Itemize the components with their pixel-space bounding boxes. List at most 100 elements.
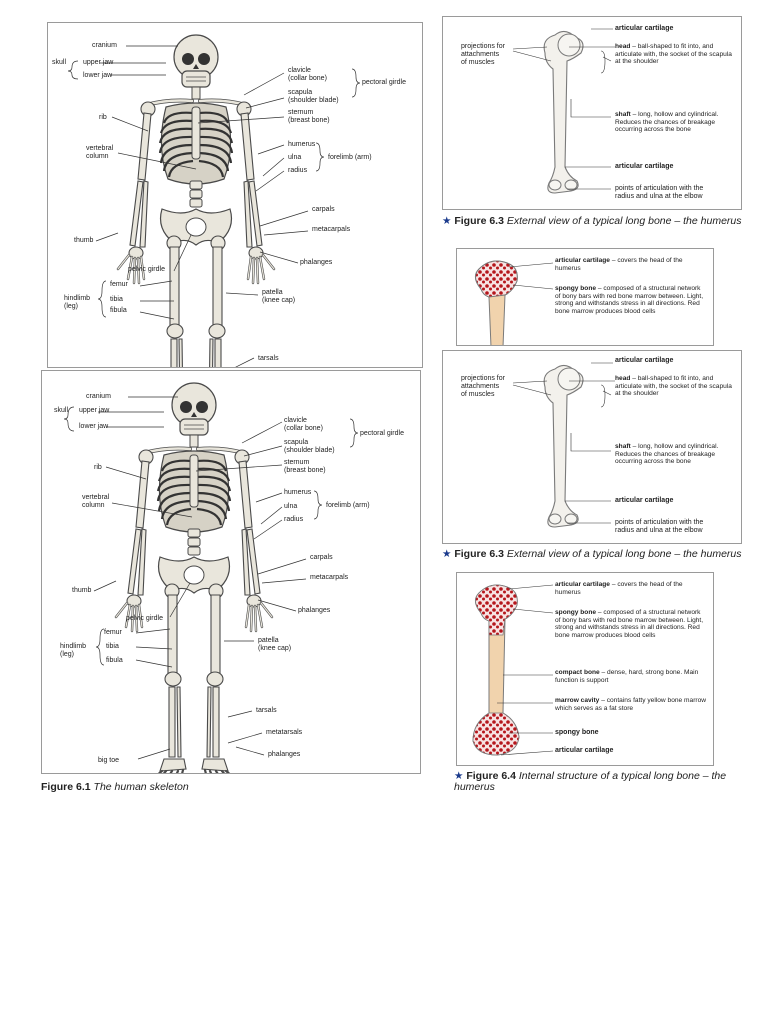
label-phalanges: phalanges — [300, 259, 333, 266]
label-tarsals: tarsals — [258, 355, 279, 362]
skeleton-panel-bottom: cranium skull upper jaw lower jaw clavic… — [41, 370, 421, 774]
desc-articular-cartilage: articular cartilage – covers the head of… — [555, 581, 707, 596]
label-thumb: thumb — [74, 237, 94, 244]
caption-title: External view of a typical long bone – t… — [506, 548, 742, 560]
label-vertebral-column: vertebral column — [86, 145, 114, 160]
label-pelvic-girdle: pelvic girdle — [126, 615, 163, 622]
external-bone-panel-top: articular cartilage projections for atta… — [442, 16, 742, 210]
label-hindlimb: hindlimb (leg) — [64, 295, 91, 310]
label-sternum: sternum (breast bone) — [288, 109, 330, 124]
label-tibia: tibia — [110, 296, 123, 303]
caption-number: Figure 6.1 — [41, 781, 91, 793]
desc-spongy-bone: spongy bone – composed of a structural n… — [555, 285, 705, 315]
label-vertebral-column: vertebral column — [82, 494, 110, 509]
figure-6-3-caption-top: ★ Figure 6.3 External view of a typical … — [442, 216, 742, 227]
desc-shaft: shaft – long, hollow and cylindrical. Re… — [615, 111, 739, 134]
label-phalanges: phalanges — [298, 607, 331, 614]
label-spongy-bone-bottom: spongy bone — [555, 729, 599, 736]
caption-title: External view of a typical long bone – t… — [506, 215, 742, 227]
label-articular-cartilage-top: articular cartilage — [615, 357, 674, 364]
label-forelimb: forelimb (arm) — [328, 154, 372, 161]
label-sternum: sternum (breast bone) — [284, 459, 326, 474]
term-shaft: shaft — [615, 443, 631, 450]
label-projections: projections for attachments of muscles — [461, 375, 505, 398]
term-head: head — [615, 375, 631, 382]
term-compact-bone: compact bone — [555, 669, 600, 676]
label-thumb: thumb — [72, 587, 92, 594]
caption-number: Figure 6.3 — [454, 215, 504, 227]
label-ulna: ulna — [288, 154, 302, 161]
caption-title: Internal structure of a typical long bon… — [454, 770, 727, 793]
term-spongy-bone: spongy bone — [555, 285, 597, 292]
label-upper-jaw: upper jaw — [79, 407, 110, 414]
caption-title: The human skeleton — [93, 781, 189, 793]
text-articular-cartilage: – covers the head of the humerus — [555, 581, 683, 596]
term-articular-cartilage: articular cartilage — [555, 257, 610, 264]
label-skull: skull — [52, 59, 67, 66]
star-icon: ★ — [454, 770, 464, 782]
label-articular-cartilage-bottom: articular cartilage — [615, 163, 674, 170]
text-spongy-bone: – composed of a structural network of bo… — [555, 285, 704, 315]
desc-shaft: shaft – long, hollow and cylindrical. Re… — [615, 443, 739, 466]
label-skull: skull — [54, 407, 69, 414]
humerus-external-figure — [512, 362, 615, 528]
label-metacarpals: metacarpals — [312, 226, 351, 233]
text-spongy-bone: – composed of a structural network of bo… — [555, 609, 704, 639]
term-marrow-cavity: marrow cavity — [555, 697, 600, 704]
label-radius: radius — [288, 167, 308, 174]
label-humerus: humerus — [288, 141, 316, 148]
text-compact-bone: – dense, hard, strong bone. Main functio… — [555, 669, 699, 684]
text-articular-cartilage: – covers the head of the humerus — [555, 257, 683, 272]
internal-bone-panel-top: articular cartilage – covers the head of… — [456, 248, 714, 346]
label-fibula: fibula — [106, 657, 123, 664]
term-shaft: shaft — [615, 111, 631, 118]
label-fibula: fibula — [110, 307, 127, 314]
star-icon: ★ — [442, 215, 452, 227]
label-pelvic-girdle: pelvic girdle — [128, 266, 165, 273]
text-head: – ball-shaped to fit into, and articulat… — [615, 375, 732, 398]
humerus-external-figure — [512, 28, 615, 194]
label-cranium: cranium — [92, 42, 117, 49]
term-head: head — [615, 43, 631, 50]
label-pectoral-girdle: pectoral girdle — [362, 79, 406, 86]
label-carpals: carpals — [310, 554, 333, 561]
label-ulna: ulna — [284, 503, 298, 510]
caption-number: Figure 6.3 — [454, 548, 504, 560]
term-spongy-bone: spongy bone — [555, 609, 597, 616]
label-tarsals: tarsals — [256, 707, 277, 714]
label-pectoral-girdle: pectoral girdle — [360, 430, 404, 437]
label-tibia: tibia — [106, 643, 119, 650]
label-upper-jaw: upper jaw — [83, 59, 114, 66]
text-marrow-cavity: – contains fatty yellow bone marrow whic… — [555, 697, 707, 712]
label-femur: femur — [110, 281, 128, 288]
label-points-of-articulation: points of articulation with the radius a… — [615, 185, 704, 200]
label-humerus: humerus — [284, 489, 312, 496]
internal-bone-panel-bottom: articular cartilage – covers the head of… — [456, 572, 714, 766]
skeleton-figure — [63, 381, 359, 773]
label-rib: rib — [94, 464, 102, 471]
label-projections: projections for attachments of muscles — [461, 43, 505, 66]
label-hindlimb: hindlimb (leg) — [60, 643, 87, 658]
humerus-internal-partial-figure — [475, 260, 554, 345]
label-rib: rib — [99, 114, 107, 121]
label-carpals: carpals — [312, 206, 335, 213]
label-clavicle: clavicle (collar bone) — [284, 417, 323, 432]
desc-head: head – ball-shaped to fit into, and arti… — [615, 375, 739, 398]
label-scapula: scapula (shoulder blade) — [288, 89, 339, 104]
star-icon: ★ — [442, 548, 452, 560]
desc-spongy-bone: spongy bone – composed of a structural n… — [555, 609, 705, 639]
label-patella: patella (knee cap) — [262, 289, 296, 304]
label-phalanges-foot: phalanges — [268, 751, 301, 758]
label-patella: patella (knee cap) — [258, 637, 292, 652]
label-cranium: cranium — [86, 393, 111, 400]
humerus-internal-figure — [472, 584, 554, 756]
label-forelimb: forelimb (arm) — [326, 502, 370, 509]
label-metacarpals: metacarpals — [310, 574, 349, 581]
desc-articular-cartilage: articular cartilage – covers the head of… — [555, 257, 707, 272]
figure-6-4-caption: ★ Figure 6.4 Internal structure of a typ… — [454, 771, 744, 793]
label-clavicle: clavicle (collar bone) — [288, 67, 327, 82]
term-articular-cartilage: articular cartilage — [555, 581, 610, 588]
desc-compact-bone: compact bone – dense, hard, strong bone.… — [555, 669, 705, 684]
external-bone-panel-bottom: articular cartilage projections for atta… — [442, 350, 742, 544]
label-radius: radius — [284, 516, 304, 523]
